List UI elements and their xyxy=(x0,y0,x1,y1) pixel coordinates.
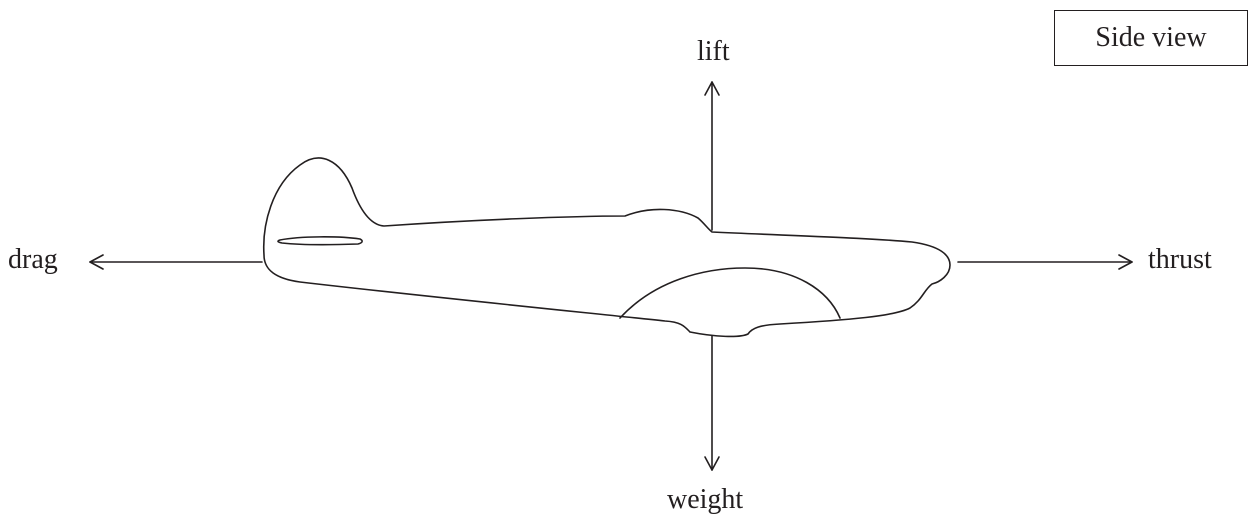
wing-arc xyxy=(619,267,841,319)
view-label-box: Side view xyxy=(1054,10,1248,66)
tailplane xyxy=(277,236,363,246)
thrust-arrowhead xyxy=(1118,254,1133,270)
airplane-fuselage-outline xyxy=(262,157,951,338)
lift-label: lift xyxy=(697,36,730,67)
drag-label: drag xyxy=(8,244,58,275)
lift-arrowhead xyxy=(704,81,720,96)
thrust-label: thrust xyxy=(1148,244,1212,275)
drag-arrowhead xyxy=(89,254,104,270)
weight-label: weight xyxy=(667,484,744,515)
view-label: Side view xyxy=(1095,22,1207,53)
weight-arrowhead xyxy=(704,456,720,471)
